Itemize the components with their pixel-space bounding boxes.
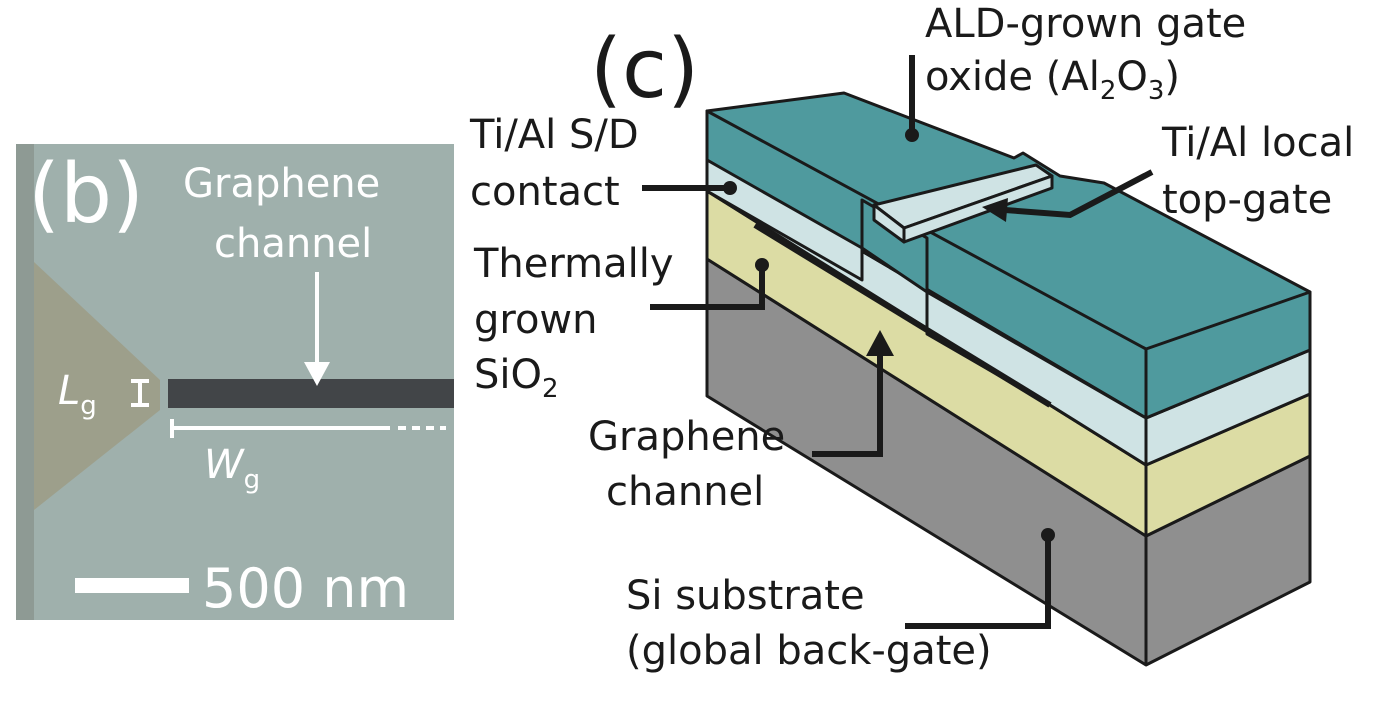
topgate-label-line2: top-gate xyxy=(1162,177,1332,223)
scale-bar xyxy=(75,578,189,593)
sem-channel-arrow xyxy=(304,272,330,386)
substrate-label-line2: (global back-gate) xyxy=(626,628,992,674)
leader-topgate xyxy=(982,169,1154,222)
panel-c-label: (c) xyxy=(590,22,699,117)
oxide-label-line2: oxide (Al2O3) xyxy=(925,54,1180,106)
contact-label-line1: Ti/Al S/D xyxy=(469,112,639,158)
panel-c: (c) xyxy=(469,1,1354,674)
sem-channel-label-line1: Graphene xyxy=(183,161,380,207)
sem-left-edge xyxy=(16,144,34,620)
gate-oxide-right-face xyxy=(1144,290,1312,420)
graphene-channel-line xyxy=(753,222,1052,408)
graphene-channel-bar xyxy=(168,379,454,408)
leader-oxide xyxy=(905,55,919,142)
leader-channel xyxy=(812,330,894,457)
sem-channel-label-line2: channel xyxy=(214,221,372,267)
contact-label-line2: contact xyxy=(470,169,620,215)
sio2-label-line3: SiO2 xyxy=(474,352,559,404)
lg-dimension-marker xyxy=(131,379,149,407)
wg-label: Wg xyxy=(204,442,260,495)
topgate-label-line1: Ti/Al local xyxy=(1161,120,1354,166)
sio2-label-line1: Thermally xyxy=(473,241,674,287)
panel-b-label: (b) xyxy=(28,147,144,242)
sem-electrode-gap xyxy=(34,262,160,510)
sio2-label-line2: grown xyxy=(474,297,598,343)
leader-contact xyxy=(642,181,737,195)
channel-label-line1: Graphene xyxy=(588,414,785,460)
panel-b: (b) Graphene channel Lg Wg 500 nm xyxy=(16,144,454,620)
wg-dimension-line xyxy=(170,419,446,438)
source-contact-window xyxy=(705,158,864,282)
leader-sio2 xyxy=(650,258,769,310)
channel-label-line2: channel xyxy=(606,469,764,515)
oxide-label-line1: ALD-grown gate xyxy=(925,1,1246,47)
substrate-label-line1: Si substrate xyxy=(626,573,865,619)
leader-substrate xyxy=(905,528,1055,629)
top-gate-side-face xyxy=(902,174,1054,244)
scale-bar-label: 500 nm xyxy=(202,557,409,620)
lg-label: Lg xyxy=(58,368,97,421)
